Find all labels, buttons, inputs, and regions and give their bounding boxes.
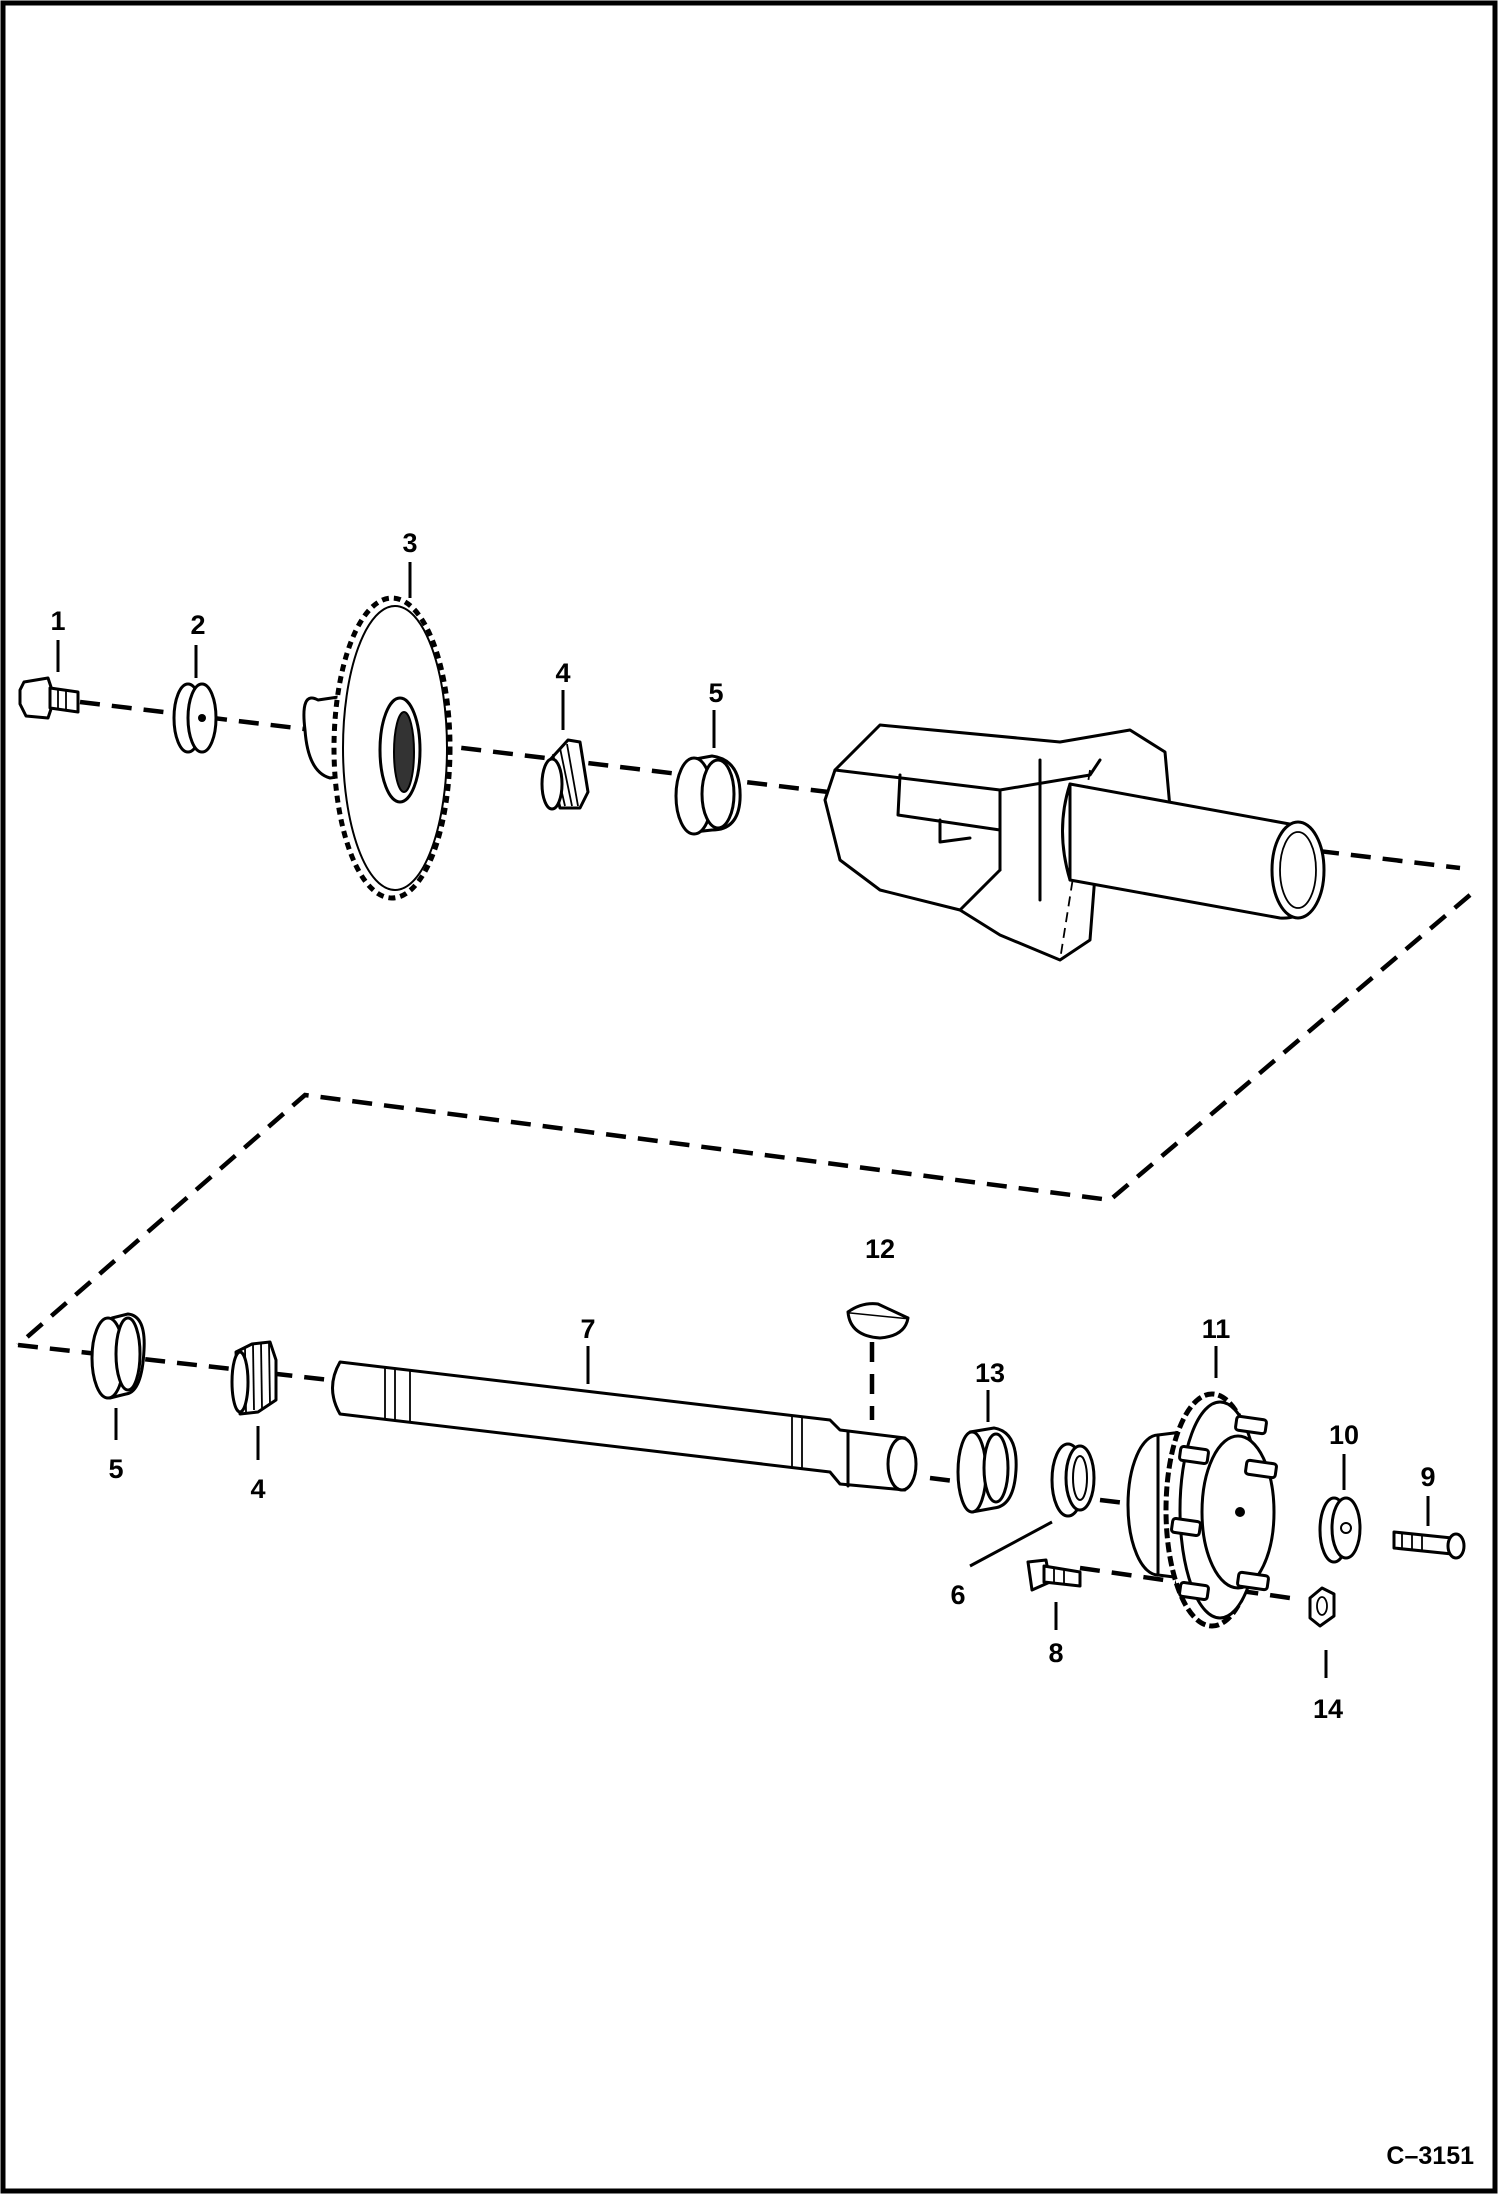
callout-2: 2 [190, 610, 205, 640]
callout-9: 9 [1420, 1462, 1435, 1492]
callout-1: 1 [50, 606, 65, 636]
part-11-wheel-hub [1126, 1391, 1278, 1629]
part-14-wheel-nut [1308, 1586, 1336, 1628]
reference-code: C–3151 [1386, 2142, 1474, 2170]
axle-housing [823, 723, 1326, 962]
callout-4-lower: 4 [250, 1474, 265, 1504]
callout-14: 14 [1313, 1694, 1343, 1724]
callout-4-upper: 4 [555, 658, 570, 688]
part-8-wheel-stud [1026, 1558, 1082, 1592]
part-13-seal [956, 1426, 1018, 1514]
callout-leaders [56, 562, 1430, 1678]
callout-10: 10 [1329, 1420, 1359, 1450]
part-4-bearing-cone-lower [230, 1340, 278, 1416]
part-5-bearing-cup-upper [674, 754, 742, 836]
part-12-woodruff-key [846, 1302, 910, 1340]
callout-labels: 1 2 3 4 5 5 4 7 12 13 11 10 9 6 8 14 [50, 528, 1435, 1724]
part-6-seal-ring [1050, 1442, 1096, 1518]
part-4-bearing-cone-upper [540, 738, 590, 811]
part-3-sprocket [302, 595, 453, 901]
callout-13: 13 [975, 1358, 1005, 1388]
callout-8: 8 [1048, 1638, 1063, 1668]
callout-5-lower: 5 [108, 1454, 123, 1484]
callout-7: 7 [580, 1314, 595, 1344]
part-1-bolt [18, 676, 80, 720]
callout-6: 6 [950, 1580, 965, 1610]
part-2-washer [172, 682, 218, 754]
callout-12: 12 [865, 1234, 895, 1264]
part-5-bearing-cup-lower [90, 1312, 146, 1400]
callout-5-upper: 5 [708, 678, 723, 708]
part-10-washer [1318, 1496, 1362, 1564]
callout-11: 11 [1202, 1314, 1231, 1344]
part-9-bolt [1392, 1530, 1466, 1560]
part-7-axle-shaft [331, 1360, 918, 1492]
callout-3: 3 [402, 528, 417, 558]
